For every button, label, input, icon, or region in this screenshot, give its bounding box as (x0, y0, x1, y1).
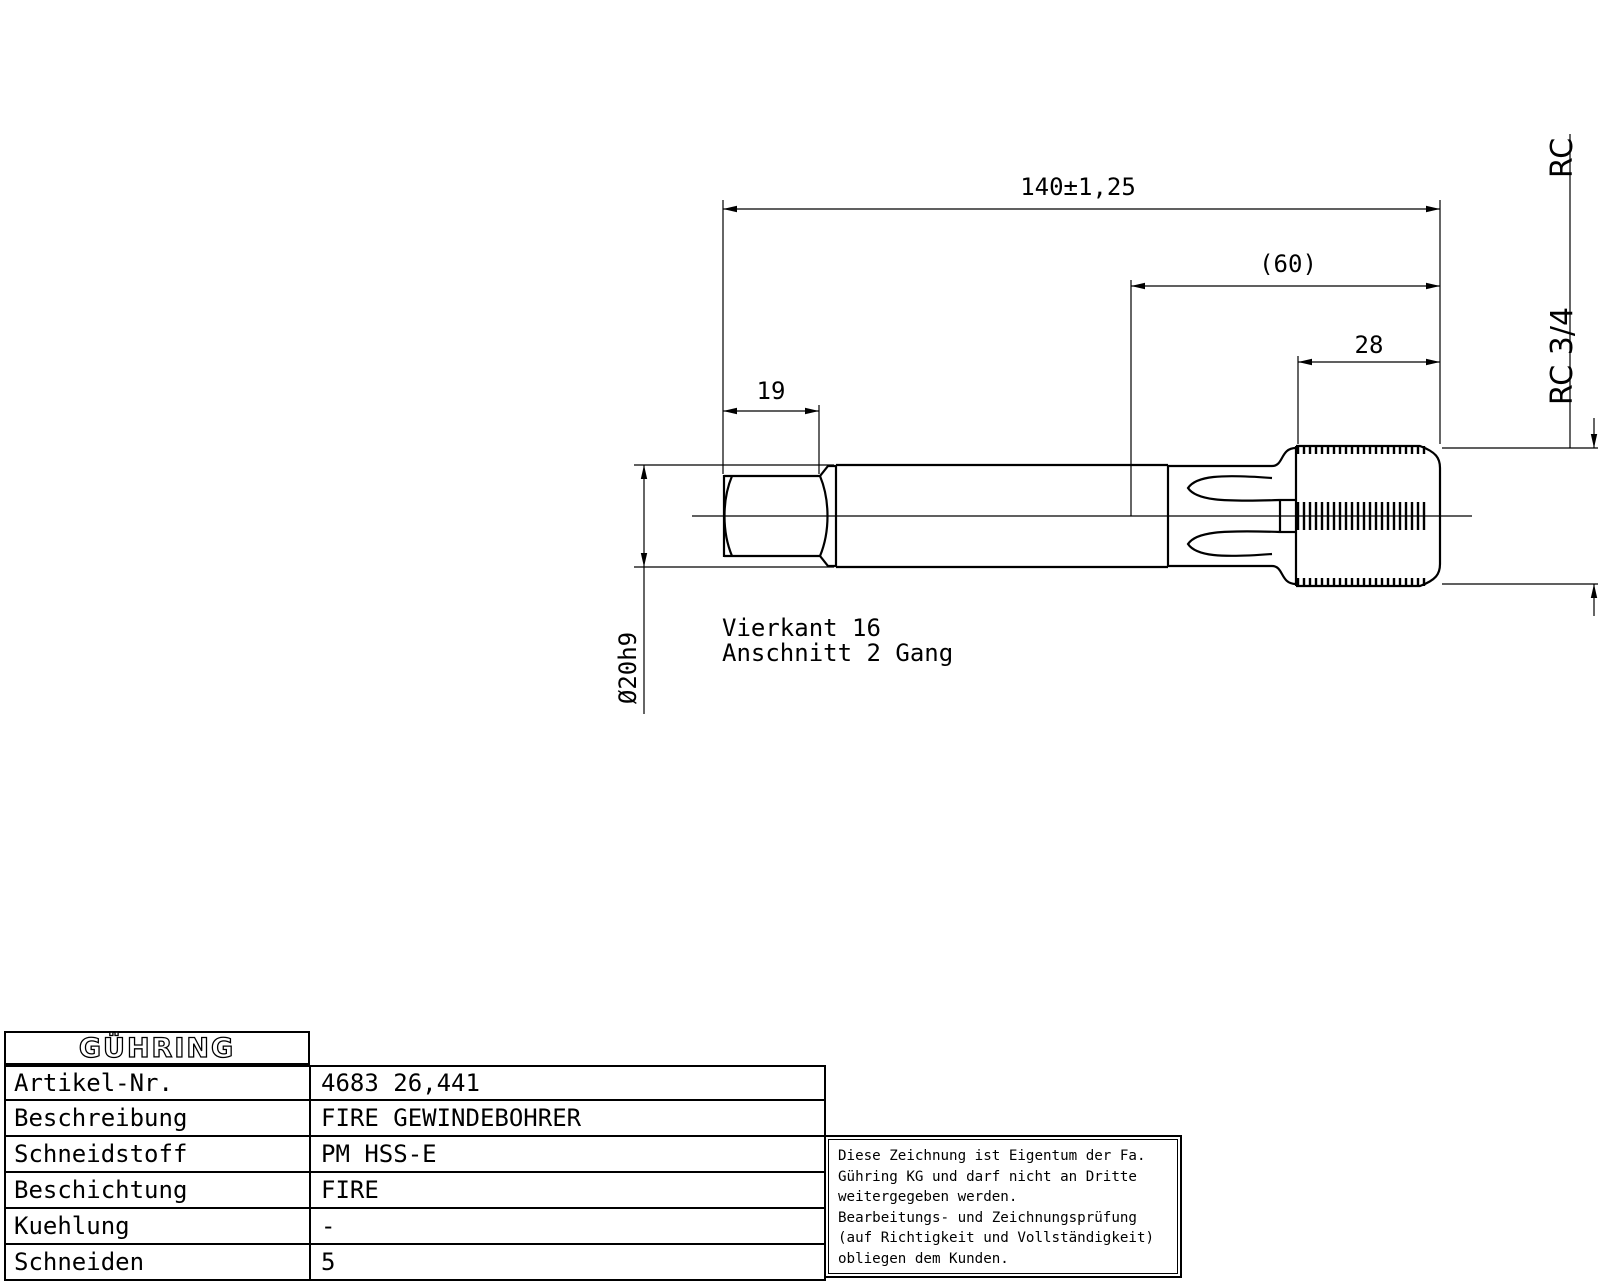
title-row-label: Artikel-Nr. (6, 1067, 311, 1099)
dim-square-length: 19 (757, 377, 786, 405)
dim-overall-length: 140±1,25 (1020, 173, 1136, 201)
thread-label-top: RC (1545, 138, 1580, 178)
disclaimer-box: Diese Zeichnung ist Eigentum der Fa. Güh… (824, 1135, 1182, 1278)
title-row: Beschreibung FIRE GEWINDEBOHRER (4, 1101, 826, 1137)
thread-ticks (1296, 446, 1426, 586)
title-row-value: PM HSS-E (321, 1140, 437, 1168)
disclaimer-text: Diese Zeichnung ist Eigentum der Fa. Güh… (828, 1139, 1178, 1274)
title-row-value: - (321, 1212, 336, 1240)
extension-lines (634, 134, 1598, 585)
dim-thread-region: (60) (1259, 250, 1317, 278)
title-row-label: Schneiden (6, 1245, 311, 1279)
dim-thread-length: 28 (1355, 331, 1384, 359)
guehring-logo: GÜHRING (4, 1031, 310, 1065)
logo-text: GÜHRING (78, 1032, 236, 1064)
title-row-label: Kuehlung (6, 1209, 311, 1243)
title-row: Schneidstoff PM HSS-E (4, 1137, 826, 1173)
note-chamfer: Anschnitt 2 Gang (722, 639, 953, 667)
note-square: Vierkant 16 (722, 614, 881, 642)
title-row: Kuehlung- (4, 1209, 826, 1245)
title-row-value: FIRE (321, 1176, 379, 1204)
dimension-lines (640, 205, 1598, 714)
title-row-label: Schneidstoff (6, 1137, 311, 1171)
title-row-value: FIRE GEWINDEBOHRER (321, 1104, 582, 1132)
title-row-label: Beschreibung (6, 1101, 311, 1135)
dim-shank-diameter: Ø20h9 (614, 632, 642, 704)
thread-label-side: RC 3/4 (1545, 307, 1580, 405)
title-row: Schneiden 5 (4, 1245, 826, 1281)
title-row: Beschichtung FIRE (4, 1173, 826, 1209)
tap-outline (722, 444, 1442, 588)
title-row-value: 5 (321, 1248, 336, 1276)
title-row: Artikel-Nr. 4683 26,441 (4, 1065, 826, 1101)
title-row-label: Beschichtung (6, 1173, 311, 1207)
title-row-value: 4683 26,441 (321, 1069, 480, 1097)
